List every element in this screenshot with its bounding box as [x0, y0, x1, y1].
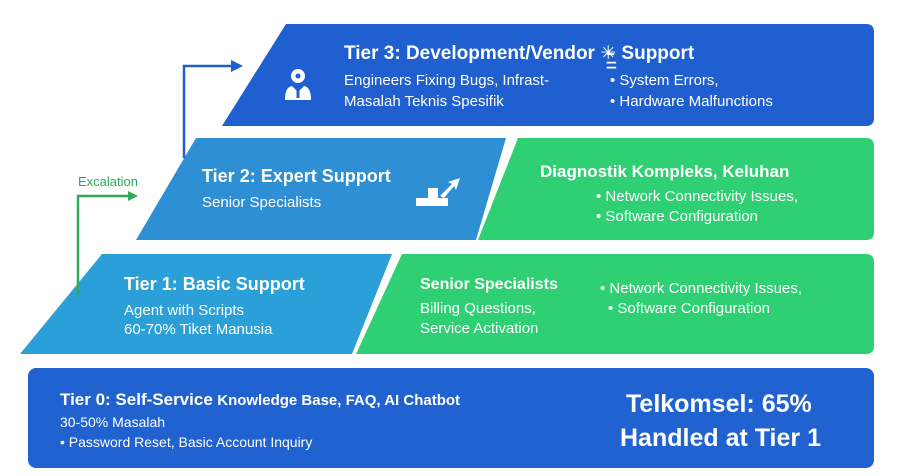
tier2-subtitle: Senior Specialists: [202, 194, 322, 211]
tier3-title: Tier 3: Development/Vendor ✳̵̲̲ Support: [344, 43, 695, 64]
tier1-line-1: Agent with Scripts: [124, 302, 245, 319]
tier2-title: Tier 2: Expert Support: [202, 166, 391, 186]
tier0-banner: [28, 368, 874, 468]
tier0-title-suffix: Knowledge Base, FAQ, AI Chatbot: [217, 392, 461, 409]
tier2-green-line-2: • Software Configuration: [596, 208, 759, 225]
tier2-green-title: Diagnostik Kompleks, Keluhan: [540, 162, 790, 181]
tier1-green-left-line-2: Service Activation: [420, 320, 539, 337]
escalation-label: Excalation: [78, 174, 138, 189]
tier3-banner: [222, 24, 874, 126]
tier3-left-line-1: Engineers Fixing Bugs, Infrast-: [344, 72, 550, 89]
tier1-title: Tier 1: Basic Support: [124, 274, 305, 294]
tier3-right-line-1: • System Errors,: [610, 72, 719, 89]
tier1-green-block: [356, 254, 874, 354]
person-gear-icon: [278, 64, 318, 109]
escalation-arrow-blue: [182, 60, 243, 158]
tier0-stat-line-1: Telkomsel: 65%: [626, 390, 812, 418]
tier1-green-left-line-1: Billing Questions,: [420, 300, 536, 317]
tier1-green-right-line-2: • Software Configuration: [608, 300, 771, 317]
tier3-right-line-2: • Hardware Malfunctions: [610, 93, 773, 110]
tier2-green-block: [478, 138, 874, 240]
tier0-line-1: 30-50% Masalah: [60, 414, 166, 430]
tier1-line-2: 60-70% Tiket Manusia: [124, 321, 273, 338]
tier0-line-2: • Password Reset, Basic Account Inquiry: [60, 434, 313, 450]
escalation-arrow-green: [76, 191, 138, 296]
tier2-banner: [136, 138, 506, 240]
tier0-stat-line-2: Handled at Tier 1: [620, 424, 821, 452]
tier2-green-line-1: • Network Connectivity Issues,: [596, 188, 798, 205]
escalate-steps-icon: [414, 176, 466, 215]
tier1-green-title: Senior Specialists: [420, 276, 558, 293]
tier1-banner: [20, 254, 392, 354]
tier1-green-right-line-1: • Network Connectivity Issues,: [600, 280, 802, 297]
tier0-header: Tier 0: Self-Service Knowledge Base, FAQ…: [60, 390, 460, 410]
tier3-left-line-2: Masalah Teknis Spesifik: [344, 93, 504, 110]
tier0-title: Tier 0: Self-Service: [60, 390, 213, 409]
